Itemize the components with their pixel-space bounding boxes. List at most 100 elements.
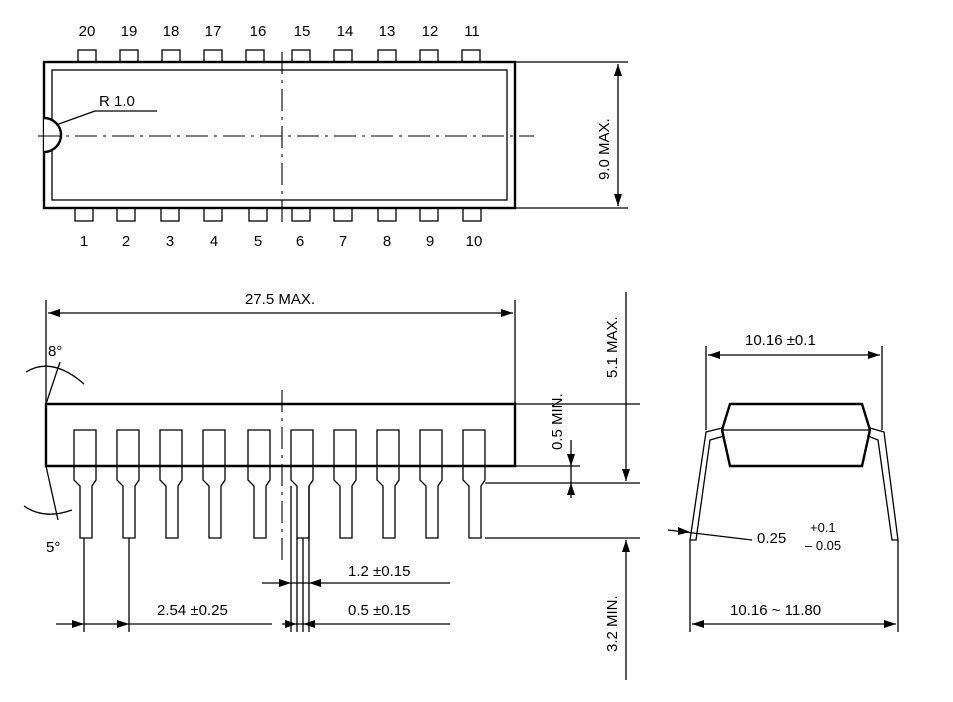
pin-number: 7 — [339, 233, 347, 250]
pin-number: 12 — [422, 23, 439, 40]
pin1-notch — [43, 116, 63, 154]
angle-top-label: 8° — [48, 343, 62, 360]
width-label: 9.0 MAX. — [596, 118, 613, 180]
lead — [462, 429, 486, 539]
arrow-icon — [614, 194, 622, 206]
angle-bottom-label: 5° — [46, 539, 60, 556]
pitch-label: 2.54 ±0.25 — [157, 602, 228, 619]
arrow-icon — [117, 620, 129, 628]
lead-width-label: 1.2 ±0.15 — [348, 563, 410, 580]
lead — [333, 429, 357, 539]
pin — [74, 207, 94, 222]
arrow-icon — [692, 620, 704, 628]
end-view-body — [720, 402, 872, 468]
end-view: 10.16 ±0.1 0.25 +0.1 – 0.05 10.16 ~ 11.8… — [667, 332, 899, 632]
row-spacing-label: 10.16 ~ 11.80 — [730, 602, 821, 619]
pin — [161, 49, 181, 63]
lead — [202, 429, 226, 539]
pin-number: 20 — [79, 23, 96, 40]
pin-number: 10 — [466, 233, 483, 250]
pin — [333, 49, 353, 63]
arrow-icon — [678, 527, 690, 535]
arrow-icon — [884, 620, 896, 628]
lead — [247, 429, 271, 539]
pin-number: 15 — [294, 23, 311, 40]
pin — [203, 49, 223, 63]
radius-leader — [55, 110, 96, 126]
end-lead-right — [867, 427, 899, 541]
arrow-icon — [501, 309, 513, 317]
lead-thickness-label: 0.25 — [757, 530, 786, 547]
pin — [116, 207, 136, 222]
top-view: R 1.0 20 19 18 17 16 15 14 13 12 11 — [38, 23, 628, 250]
lead — [376, 429, 400, 539]
arrow-icon — [567, 483, 575, 495]
body-width-label: 10.16 ±0.1 — [745, 332, 816, 349]
top-pin-labels: 20 19 18 17 16 15 14 13 12 11 — [79, 23, 480, 40]
end-lead-left — [689, 427, 725, 541]
top-view-body-inner — [51, 69, 508, 201]
angle-arc — [23, 505, 73, 515]
pin-number: 2 — [122, 233, 130, 250]
pin-number: 5 — [254, 233, 262, 250]
pin-number: 8 — [383, 233, 391, 250]
lead-tip-label: 0.5 ±0.15 — [348, 602, 410, 619]
lead — [73, 429, 97, 539]
arrow-icon — [614, 64, 622, 76]
bottom-pin-row — [74, 207, 482, 222]
pin — [377, 207, 397, 222]
arrow-icon — [309, 579, 321, 587]
pin — [419, 49, 439, 63]
pin-number: 17 — [205, 23, 222, 40]
notch-radius-label: R 1.0 — [99, 93, 135, 110]
pin-number: 16 — [250, 23, 267, 40]
lead — [159, 429, 183, 539]
pin — [291, 207, 311, 222]
top-pin-row — [77, 49, 481, 63]
draft-angle-bottom: 5° — [23, 465, 73, 556]
side-view: 27.5 MAX. 8° 5° — [23, 291, 640, 680]
pin — [377, 49, 397, 63]
pin-number: 18 — [163, 23, 180, 40]
arrow-icon — [708, 351, 720, 359]
pin — [248, 207, 268, 222]
pin — [160, 207, 180, 222]
lead — [290, 429, 314, 539]
lead-length-label: 3.2 MIN. — [604, 595, 621, 652]
arrow-icon — [868, 351, 880, 359]
pin-number: 3 — [166, 233, 174, 250]
angle-leg — [45, 361, 61, 405]
lead — [116, 429, 140, 539]
width-dimension: 9.0 MAX. — [515, 61, 628, 209]
arrow-icon — [622, 469, 630, 481]
pin — [461, 49, 481, 63]
pin — [77, 49, 97, 63]
lead-thickness-tol-plus: +0.1 — [810, 520, 836, 535]
angle-leg — [45, 465, 59, 521]
pin — [291, 49, 311, 63]
side-lead-row — [73, 429, 486, 539]
pin-number: 9 — [426, 233, 434, 250]
pin-number: 14 — [337, 23, 354, 40]
arrow-icon — [285, 620, 297, 628]
pin-number: 19 — [121, 23, 138, 40]
arrow-icon — [48, 309, 60, 317]
length-label: 27.5 MAX. — [245, 291, 315, 308]
draft-angle-top: 8° — [25, 343, 85, 405]
pin — [245, 49, 265, 63]
height-label: 5.1 MAX. — [604, 316, 621, 378]
pin — [119, 49, 139, 63]
lead-dimensions: 1.2 ±0.15 2.54 ±0.25 0.5 ±0.15 — [56, 486, 450, 632]
bottom-pin-labels: 1 2 3 4 5 6 7 8 9 10 — [80, 233, 483, 250]
pin-number: 6 — [296, 233, 304, 250]
pin — [203, 207, 223, 222]
length-dimension: 27.5 MAX. — [45, 291, 516, 404]
lead — [419, 429, 443, 539]
pin — [462, 207, 482, 222]
lead-thickness-tol-minus: – 0.05 — [805, 538, 841, 553]
pin — [333, 207, 353, 222]
pin-number: 4 — [210, 233, 218, 250]
pin-number: 13 — [379, 23, 396, 40]
